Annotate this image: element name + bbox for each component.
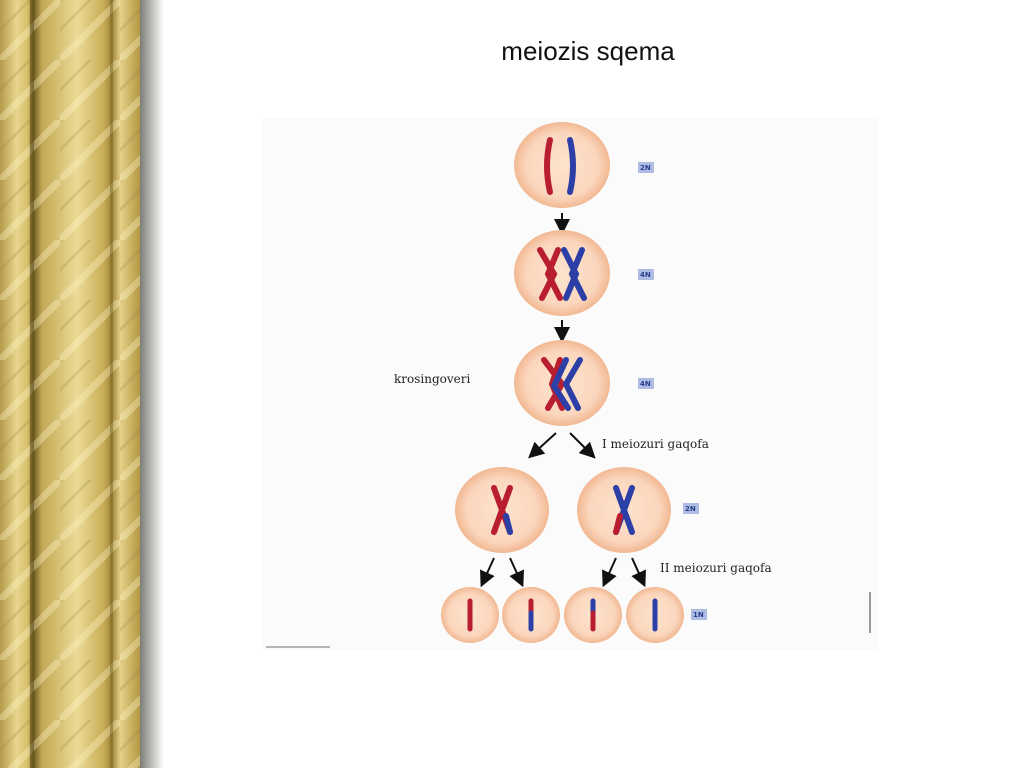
- chromosome-maternal: [537, 247, 563, 301]
- arrow-meiosis-1-right: [569, 432, 596, 459]
- meiosis-1-label: I meiozuri gaqofa: [602, 437, 709, 451]
- ploidy-label: 4N: [640, 380, 651, 388]
- chromosome-paternal: [561, 247, 587, 301]
- ploidy-badge: 1N: [691, 609, 707, 620]
- arrow-meiosis-2: [602, 557, 617, 588]
- cell-daughter-right: [577, 467, 671, 553]
- cell-replicated: [514, 230, 610, 316]
- gamete-cell: [502, 587, 560, 643]
- gamete-cell: [626, 587, 684, 643]
- arrow-meiosis-2: [509, 557, 524, 588]
- chromosome-paternal: [550, 357, 583, 411]
- ploidy-badge: 2N: [638, 162, 654, 173]
- ploidy-label: 2N: [685, 505, 696, 513]
- decorative-column: [0, 0, 140, 768]
- gamete-cell: [564, 587, 622, 643]
- meiosis-2-label: II meiozuri gaqofa: [660, 561, 772, 575]
- arrow-meiosis-1-left: [528, 432, 557, 459]
- arrow-meiosis-2: [631, 557, 646, 588]
- crossing-over-label: krosingoveri: [394, 372, 470, 386]
- ploidy-badge: 2N: [683, 503, 699, 514]
- arrow-meiosis-2: [480, 557, 495, 588]
- ploidy-label: 2N: [640, 164, 651, 172]
- ploidy-badge: 4N: [638, 378, 654, 389]
- slide-title: meiozis sqema: [501, 36, 675, 66]
- chromosome-maternal: [544, 137, 553, 195]
- ploidy-label: 4N: [640, 271, 651, 279]
- column-shadow: [140, 0, 164, 768]
- cell-interphase: [514, 122, 610, 208]
- ploidy-label: 1N: [693, 611, 704, 619]
- cell-daughter-left: [455, 467, 549, 553]
- ploidy-badge: 4N: [638, 269, 654, 280]
- chromosome-paternal: [567, 137, 576, 195]
- chromosome-recombinant: [620, 485, 635, 535]
- meiosis-diagram: 2N 4N krosingoveri 4N I meiozuri gaqofa: [262, 118, 878, 650]
- cell-crossing-over: [514, 340, 610, 426]
- gamete-cell: [441, 587, 499, 643]
